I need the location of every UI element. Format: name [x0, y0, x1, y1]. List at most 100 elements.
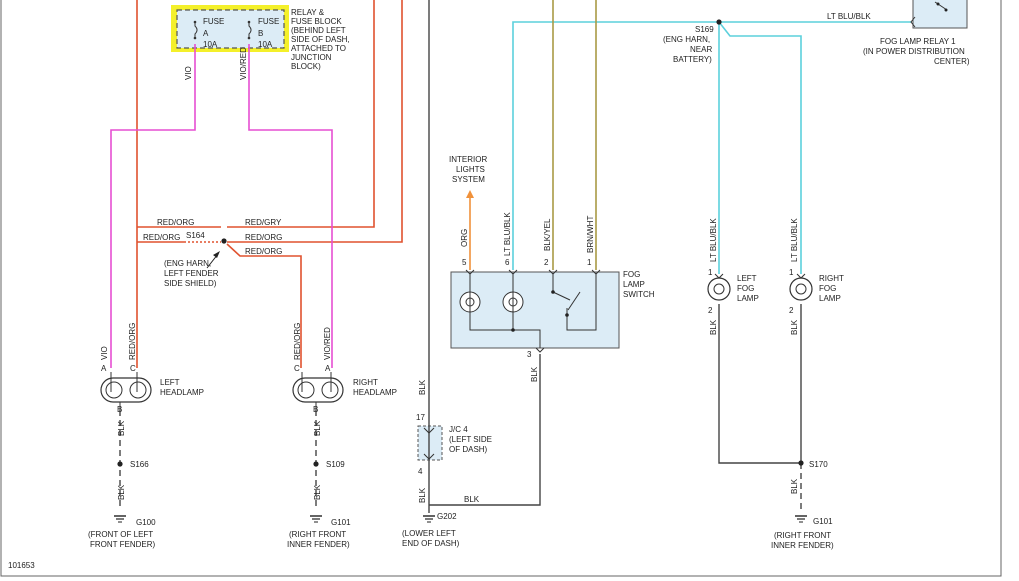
svg-text:SIDE OF DASH,: SIDE OF DASH,	[291, 35, 350, 44]
svg-text:RED/ORG: RED/ORG	[128, 323, 137, 360]
svg-text:FOG LAMP RELAY 1: FOG LAMP RELAY 1	[880, 37, 956, 46]
svg-text:FOG: FOG	[623, 270, 640, 279]
splice-s164-dot	[221, 238, 227, 244]
svg-text:HEADLAMP: HEADLAMP	[160, 388, 204, 397]
svg-text:5: 5	[462, 258, 467, 267]
svg-text:INTERIOR: INTERIOR	[449, 155, 487, 164]
splice-s164-id: S164	[186, 231, 205, 240]
fuse-b-symbol	[248, 22, 252, 38]
fuse-a-name: FUSE	[203, 17, 224, 26]
svg-text:2: 2	[789, 306, 794, 315]
fuse-a-letter: A	[203, 29, 209, 38]
svg-text:G101: G101	[813, 517, 833, 526]
svg-text:JUNCTION: JUNCTION	[291, 53, 332, 62]
svg-text:LAMP: LAMP	[737, 294, 759, 303]
fog-lamp-relay	[910, 0, 968, 29]
svg-text:S166: S166	[130, 460, 149, 469]
svg-text:G202: G202	[437, 512, 457, 521]
svg-text:C: C	[294, 364, 300, 373]
svg-text:LT BLU/BLK: LT BLU/BLK	[827, 12, 871, 21]
svg-text:(ENG HARN,: (ENG HARN,	[164, 259, 211, 268]
svg-text:S109: S109	[326, 460, 345, 469]
svg-text:BLK: BLK	[418, 379, 427, 395]
wire-lt-blu-switch	[512, 21, 911, 270]
svg-text:G101: G101	[331, 518, 351, 527]
svg-text:(ENG HARN,: (ENG HARN,	[663, 35, 710, 44]
svg-text:C: C	[130, 364, 136, 373]
svg-text:(BEHIND LEFT: (BEHIND LEFT	[291, 26, 346, 35]
svg-text:BLK: BLK	[790, 319, 799, 335]
svg-text:RED/ORG: RED/ORG	[245, 233, 282, 242]
left-fog-lamp-icon	[707, 277, 731, 301]
fuse-b-letter: B	[258, 29, 263, 38]
svg-text:RIGHT: RIGHT	[353, 378, 378, 387]
splice-s109-dot	[313, 461, 319, 467]
svg-text:J/C 4: J/C 4	[449, 425, 468, 434]
right-fog-lamp-icon	[789, 277, 813, 301]
ground-g101-icon	[310, 515, 322, 523]
svg-text:LEFT: LEFT	[737, 274, 757, 283]
svg-text:ORG: ORG	[460, 229, 469, 247]
svg-text:BLK: BLK	[530, 366, 539, 382]
svg-text:CENTER): CENTER)	[934, 57, 970, 66]
svg-text:OF DASH): OF DASH)	[449, 445, 488, 454]
svg-text:(IN POWER DISTRIBUTION: (IN POWER DISTRIBUTION	[863, 47, 965, 56]
svg-text:VIO: VIO	[100, 346, 109, 360]
svg-text:(LOWER LEFT: (LOWER LEFT	[402, 529, 456, 538]
wire-red-org-right	[227, 0, 403, 243]
svg-text:INNER FENDER): INNER FENDER)	[771, 541, 834, 550]
svg-text:LIGHTS: LIGHTS	[456, 165, 485, 174]
svg-text:B: B	[117, 405, 122, 414]
ground-g100-icon	[114, 515, 126, 523]
left-headlamp-body	[100, 377, 152, 403]
svg-text:LAMP: LAMP	[819, 294, 841, 303]
fuse-b-name: FUSE	[258, 17, 279, 26]
svg-text:INNER FENDER): INNER FENDER)	[287, 540, 350, 549]
jc4-box	[417, 425, 443, 461]
black-wires	[119, 0, 802, 513]
relay-box	[912, 0, 968, 29]
svg-text:BLK/YEL: BLK/YEL	[543, 218, 552, 251]
svg-text:SWITCH: SWITCH	[623, 290, 655, 299]
svg-text:FOG: FOG	[819, 284, 836, 293]
svg-text:BLK: BLK	[313, 420, 322, 436]
svg-text:B: B	[313, 405, 318, 414]
svg-text:17: 17	[416, 413, 425, 422]
svg-text:BLK: BLK	[464, 495, 480, 504]
svg-text:3: 3	[527, 350, 532, 359]
svg-text:BLK: BLK	[117, 420, 126, 436]
junction-jc4: BLK 17 J/C 4 (LEFT SIDE OF DASH) 4 BLK B…	[402, 379, 492, 548]
svg-text:RELAY &: RELAY &	[291, 8, 325, 17]
wire-red-gry	[227, 0, 375, 228]
svg-text:RED/ORG: RED/ORG	[157, 218, 194, 227]
ground-g202-icon	[423, 515, 435, 523]
svg-text:6: 6	[505, 258, 510, 267]
svg-text:(RIGHT FRONT: (RIGHT FRONT	[289, 530, 346, 539]
svg-text:BLK: BLK	[709, 319, 718, 335]
svg-text:(FRONT OF LEFT: (FRONT OF LEFT	[88, 530, 153, 539]
svg-text:FRONT FENDER): FRONT FENDER)	[90, 540, 156, 549]
svg-text:4: 4	[418, 467, 423, 476]
svg-text:S169: S169	[695, 25, 714, 34]
svg-text:LT BLU/BLK: LT BLU/BLK	[709, 218, 718, 262]
svg-text:RIGHT: RIGHT	[819, 274, 844, 283]
right-headlamp-body	[292, 377, 344, 403]
svg-text:BLK: BLK	[313, 484, 322, 500]
right-fog-lamp: LT BLU/BLK 1 2 BLK RIGHT FOG LAMP	[789, 218, 844, 335]
fuse-b-rating: 10A	[258, 40, 273, 49]
svg-text:SIDE SHIELD): SIDE SHIELD)	[164, 279, 217, 288]
svg-text:BLK: BLK	[790, 478, 799, 494]
svg-text:1: 1	[789, 268, 794, 277]
svg-text:HEADLAMP: HEADLAMP	[353, 388, 397, 397]
svg-text:END OF DASH): END OF DASH)	[402, 539, 460, 548]
svg-text:G100: G100	[136, 518, 156, 527]
right-headlamp: RED/ORG VIO/RED C A B RIGHT HEADLAMP BLK…	[287, 323, 397, 549]
left-fog-lamp: LT BLU/BLK 1 2 BLK LEFT FOG LAMP	[707, 218, 759, 335]
svg-text:(LEFT SIDE: (LEFT SIDE	[449, 435, 492, 444]
fuse-block-caption: RELAY & FUSE BLOCK (BEHIND LEFT SIDE OF …	[291, 8, 350, 71]
lt-blu-wires	[512, 21, 911, 274]
svg-text:RED/ORG: RED/ORG	[143, 233, 180, 242]
fuse-a-rating: 10A	[203, 40, 218, 49]
svg-text:VIO/RED: VIO/RED	[239, 47, 248, 80]
